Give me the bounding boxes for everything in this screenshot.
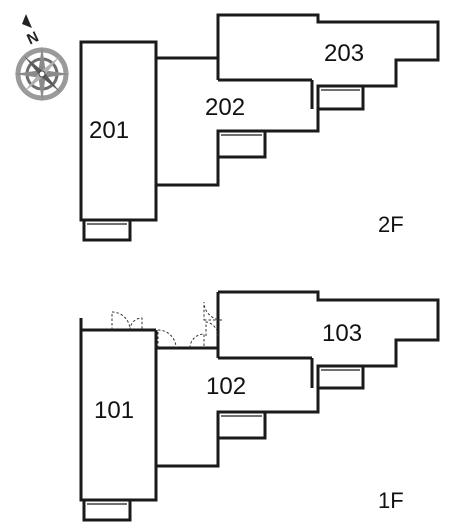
unit-label-202: 202 xyxy=(205,94,245,121)
unit-201 xyxy=(79,40,158,242)
door-swing xyxy=(203,301,223,321)
door-swing xyxy=(189,333,205,349)
unit-label-103: 103 xyxy=(322,320,362,347)
unit-label-201: 201 xyxy=(89,117,129,144)
floor-label-1f: 1F xyxy=(378,488,404,513)
unit-202-203-outline xyxy=(156,13,440,187)
compass-rose-icon: N xyxy=(14,14,70,102)
floor-1f: 101 102 103 1F xyxy=(79,290,440,522)
unit-101 xyxy=(79,311,158,522)
door-swing xyxy=(129,317,143,331)
door-swing xyxy=(205,321,219,337)
unit-label-102: 102 xyxy=(206,373,246,400)
north-label: N xyxy=(24,28,41,48)
floor-2f: 201 202 203 2F xyxy=(79,13,440,242)
unit-label-203: 203 xyxy=(324,40,364,67)
floor-label-2f: 2F xyxy=(378,212,404,237)
door-swing xyxy=(157,329,177,349)
door-swing xyxy=(111,311,131,331)
unit-102-103-outline xyxy=(156,290,440,468)
unit-label-101: 101 xyxy=(94,397,134,424)
